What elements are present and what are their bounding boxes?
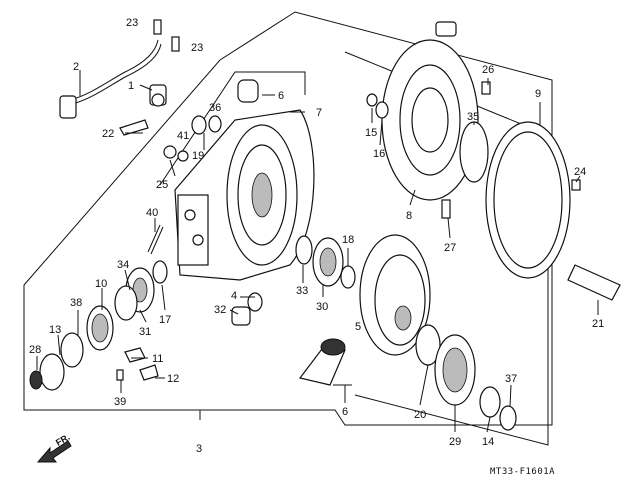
label-13: 13 (49, 324, 61, 336)
label-2: 2 (73, 61, 79, 73)
speed-sensor-group (59, 19, 180, 136)
label-23b: 23 (191, 42, 203, 54)
right-cover-assembly (366, 21, 621, 301)
label-25: 25 (156, 179, 168, 191)
label-23a: 23 (126, 17, 138, 29)
label-8: 8 (406, 210, 412, 222)
label-11: 11 (152, 353, 163, 365)
label-14: 14 (482, 436, 494, 448)
label-38: 38 (70, 297, 82, 309)
final-drive-housing (174, 79, 315, 281)
label-41: 41 (177, 130, 189, 142)
label-31: 31 (139, 326, 151, 338)
label-33: 33 (296, 285, 308, 297)
label-19: 19 (192, 150, 204, 162)
label-24: 24 (574, 166, 586, 178)
figure-code: MT33-F1601A (490, 467, 555, 477)
label-26: 26 (482, 64, 494, 76)
label-32: 32 (214, 304, 226, 316)
label-36: 36 (209, 102, 221, 114)
label-9: 9 (535, 88, 541, 100)
label-30: 30 (316, 301, 328, 313)
gear-assembly (298, 234, 517, 431)
middle-bearings (295, 235, 356, 289)
label-34: 34 (117, 259, 129, 271)
label-7: 7 (316, 107, 322, 119)
label-5: 5 (355, 321, 361, 333)
label-40: 40 (146, 207, 158, 219)
label-18: 18 (342, 234, 354, 246)
label-17: 17 (159, 314, 171, 326)
label-15: 15 (365, 127, 377, 139)
label-39: 39 (114, 396, 126, 408)
label-21: 21 (592, 318, 604, 330)
label-28: 28 (29, 344, 41, 356)
label-6-upper: 6 (278, 90, 284, 102)
leader-lines (36, 70, 599, 433)
label-4: 4 (231, 290, 237, 302)
label-22: 22 (102, 128, 114, 140)
label-35: 35 (467, 111, 479, 123)
label-20: 20 (414, 409, 426, 421)
part-number-labels: 23 23 2 1 22 6 7 36 41 19 25 40 34 10 38… (29, 17, 604, 455)
assembly-3-boundary (23, 11, 553, 426)
label-29: 29 (449, 436, 461, 448)
label-16: 16 (373, 148, 385, 160)
label-37: 37 (505, 373, 517, 385)
front-direction-indicator: FR. (36, 432, 72, 463)
label-6-lower: 6 (342, 406, 348, 418)
label-3: 3 (196, 443, 202, 455)
label-12: 12 (167, 373, 179, 385)
front-arrow-icon (36, 440, 72, 463)
label-10: 10 (95, 278, 107, 290)
left-small-parts (29, 115, 263, 391)
label-1: 1 (128, 80, 134, 92)
label-27: 27 (444, 242, 456, 254)
